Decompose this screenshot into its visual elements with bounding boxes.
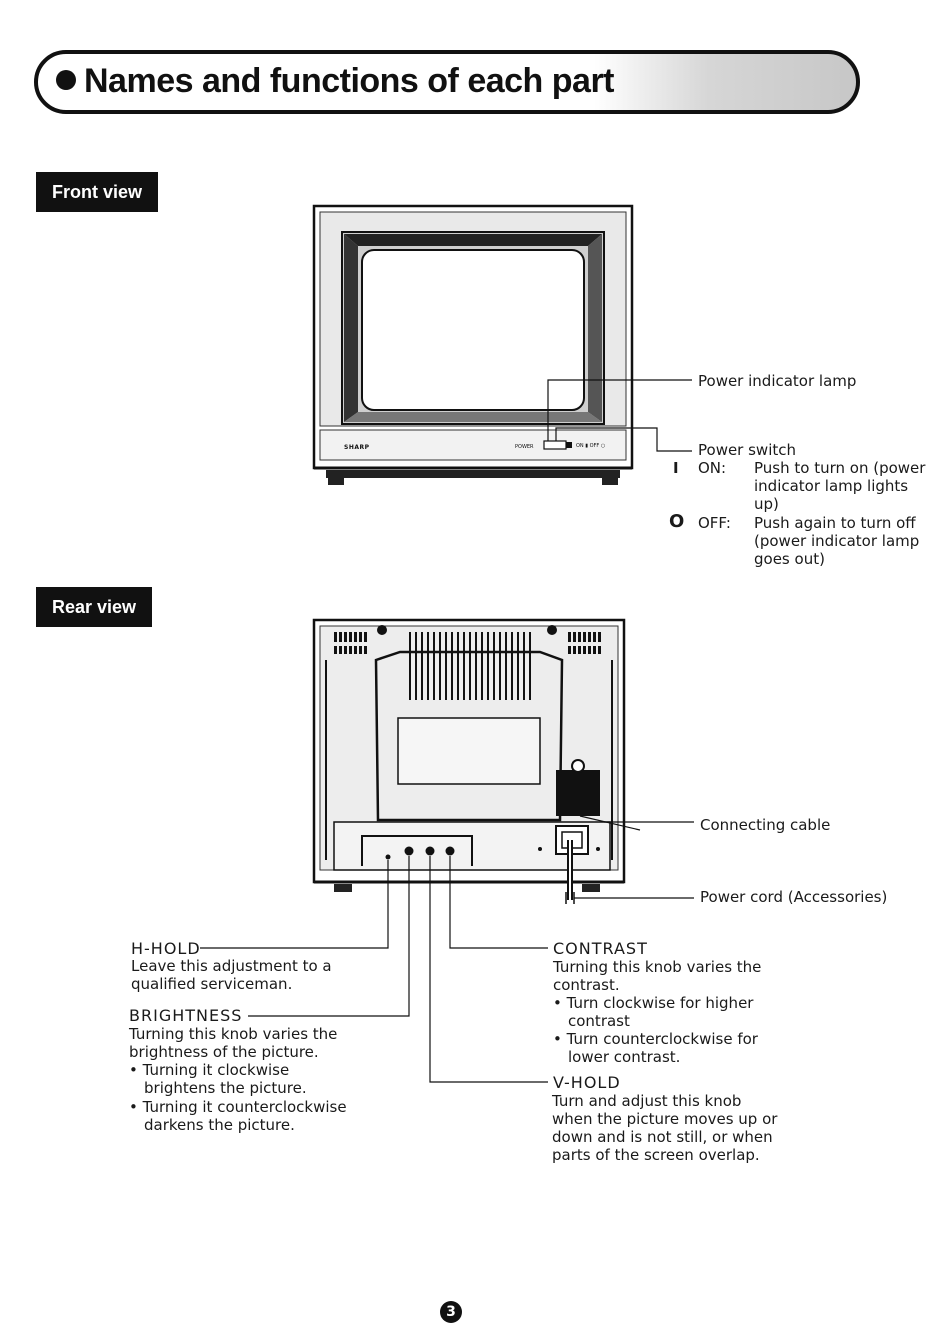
contrast-bullet-2-line-1: Turn counterclockwise for (566, 1030, 758, 1048)
brightness-bullet-2-line-1: Turning it counterclockwise (142, 1098, 347, 1116)
v-hold-desc-4: parts of the screen overlap. (552, 1146, 760, 1164)
power-cord-label: Power cord (Accessories) (700, 888, 888, 906)
on-desc-3: up) (754, 495, 779, 513)
page-title: Names and functions of each part (56, 62, 615, 101)
v-hold-desc-3: down and is not still, or when (552, 1128, 773, 1146)
rear-view-label: Rear view (36, 587, 153, 627)
power-panel-text: POWER (515, 444, 534, 450)
off-desc-3: goes out) (754, 550, 825, 568)
power-onoff-marking: ON ▮ OFF ○ (576, 443, 606, 449)
brightness-desc-1: Turning this knob varies the (129, 1025, 338, 1043)
v-hold-desc-1: Turn and adjust this knob (552, 1092, 742, 1110)
power-indicator-lamp-label: Power indicator lamp (698, 372, 857, 390)
off-desc-1: Push again to turn off (754, 514, 916, 532)
brightness-title: BRIGHTNESS (129, 1006, 243, 1025)
contrast-desc-2: contrast. (553, 976, 620, 994)
on-desc-2: indicator lamp lights (754, 477, 909, 495)
brightness-bullet-1: • Turning it clockwise (129, 1061, 290, 1079)
off-label: OFF: (698, 514, 731, 532)
h-hold-title: H-HOLD (131, 939, 201, 958)
on-desc-1: Push to turn on (power (754, 459, 926, 477)
contrast-bullet-1-line-2: contrast (568, 1012, 630, 1030)
brightness-bullet-2-line-2: darkens the picture. (144, 1116, 295, 1134)
brightness-bullet-1-line-1: Turning it clockwise (142, 1061, 290, 1079)
connecting-cable-label: Connecting cable (700, 816, 831, 834)
contrast-bullet-1-line-1: Turn clockwise for higher (566, 994, 754, 1012)
contrast-title: CONTRAST (553, 939, 648, 958)
brightness-bullet-2: • Turning it counterclockwise (129, 1098, 347, 1116)
contrast-bullet-1: • Turn clockwise for higher (553, 994, 754, 1012)
brightness-desc-2: brightness of the picture. (129, 1043, 319, 1061)
brightness-bullet-1-line-2: brightens the picture. (144, 1079, 307, 1097)
power-switch-label: Power switch (698, 441, 797, 459)
on-label: ON: (698, 459, 727, 477)
h-hold-desc-2: qualified serviceman. (131, 975, 293, 993)
front-view-label: Front view (36, 172, 159, 212)
off-desc-2: (power indicator lamp (754, 532, 920, 550)
h-hold-desc-1: Leave this adjustment to a (131, 957, 332, 975)
bullet-dot-icon (56, 70, 76, 91)
page-title-text: Names and functions of each part (84, 62, 615, 100)
v-hold-title: V-HOLD (553, 1073, 621, 1092)
brand-logo: SHARP (344, 444, 370, 451)
contrast-bullet-2-line-2: lower contrast. (568, 1048, 681, 1066)
contrast-bullet-2: • Turn counterclockwise for (553, 1030, 758, 1048)
on-symbol-icon: I (673, 459, 679, 477)
off-symbol-icon: O (669, 511, 685, 532)
v-hold-desc-2: when the picture moves up or (552, 1110, 778, 1128)
page-number: 3 (440, 1301, 462, 1323)
contrast-desc-1: Turning this knob varies the (553, 958, 762, 976)
title-banner: Names and functions of each part (34, 50, 860, 114)
